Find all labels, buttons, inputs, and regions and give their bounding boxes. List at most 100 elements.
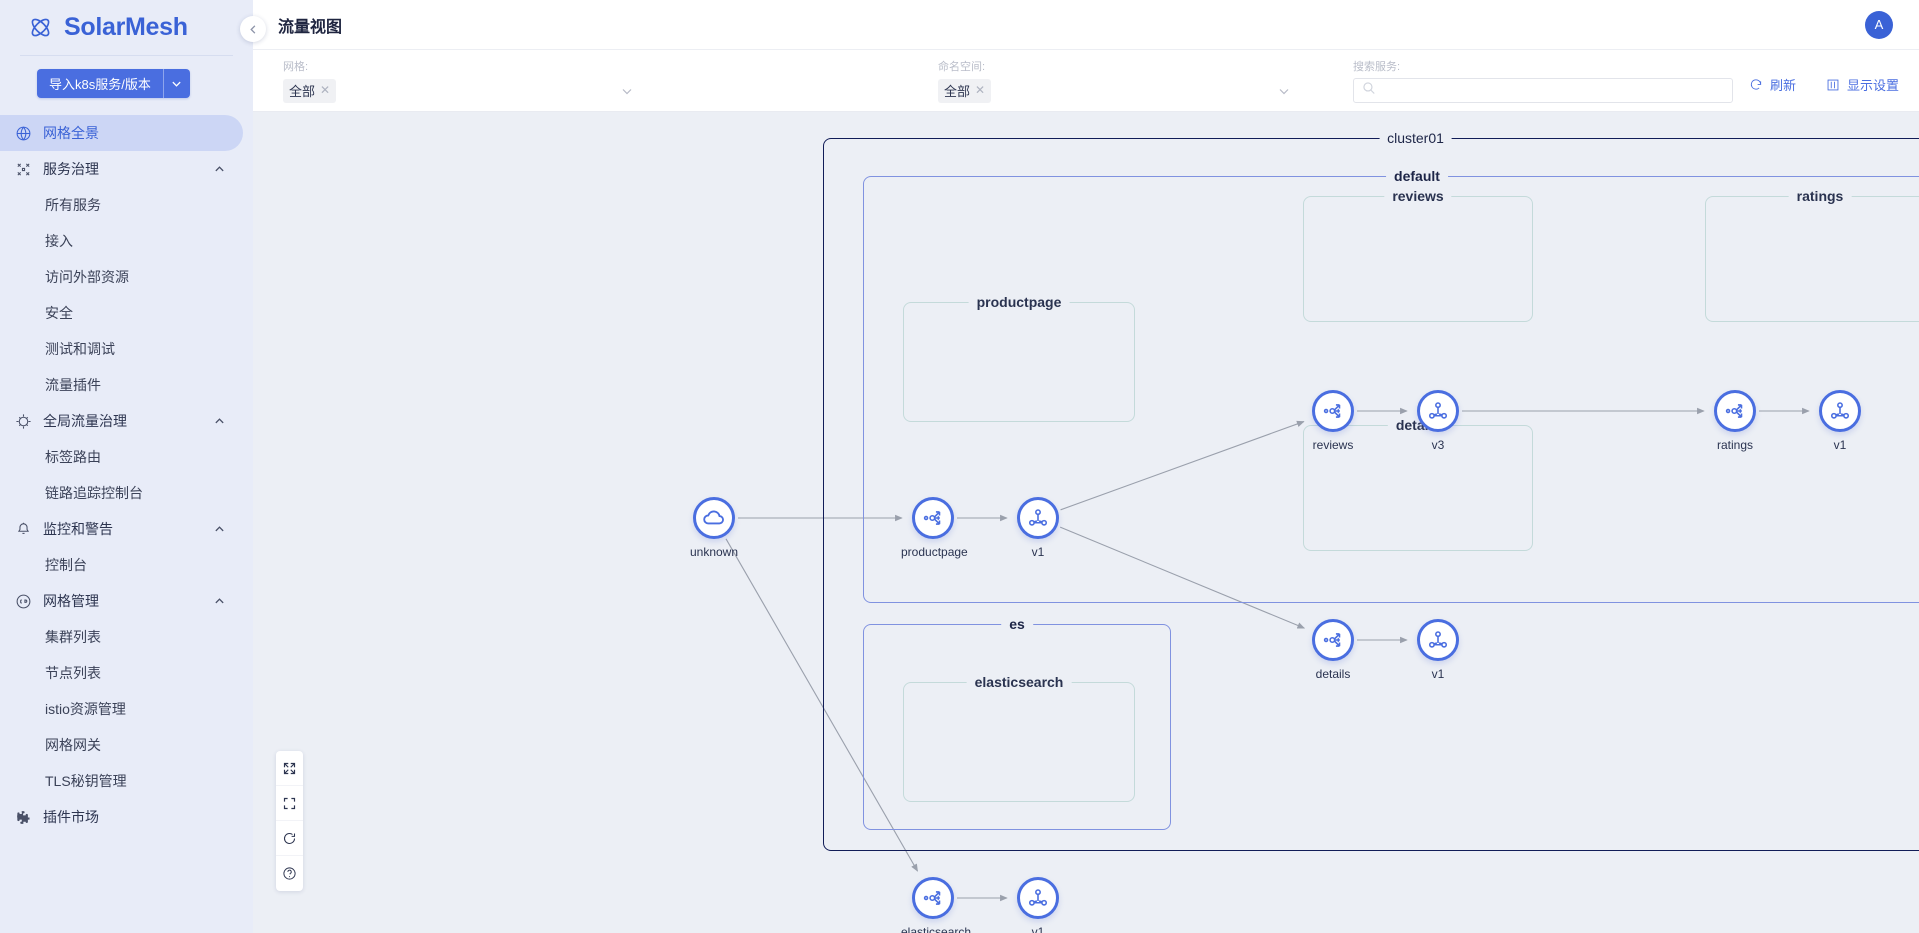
sidebar-item-label: 监控和警告: [43, 521, 113, 537]
shrink-icon[interactable]: [276, 751, 303, 786]
sidebar-item-19[interactable]: 插件市场: [0, 799, 253, 835]
sidebar-item-10[interactable]: 链路追踪控制台: [0, 475, 253, 511]
sidebar-item-9[interactable]: 标签路由: [0, 439, 253, 475]
sidebar-item-label: 链路追踪控制台: [45, 485, 143, 501]
service-icon[interactable]: [912, 497, 954, 539]
sidebar-item-8[interactable]: 全局流量治理: [0, 403, 253, 439]
sidebar-item-3[interactable]: 接入: [0, 223, 253, 259]
version-icon[interactable]: [1017, 497, 1059, 539]
search-icon: [1362, 81, 1376, 100]
version-icon[interactable]: [1017, 877, 1059, 919]
chevron-up-icon[interactable]: [214, 416, 225, 427]
mesh-filter-select[interactable]: 全部 ✕: [283, 78, 653, 103]
graph-node-details-svc[interactable]: details: [1301, 619, 1365, 681]
graph-group-default[interactable]: default: [863, 168, 1919, 603]
sidebar-collapse-button[interactable]: [240, 16, 266, 42]
search-box[interactable]: [1353, 78, 1733, 103]
graph-node-label: ratings: [1716, 438, 1754, 452]
graph-group-productpage[interactable]: productpage: [903, 294, 1135, 422]
service-icon[interactable]: [912, 877, 954, 919]
main-panel: 流量视图 A 网格: 全部 ✕ 命名空间:: [253, 0, 1919, 933]
sidebar-item-17[interactable]: 网格网关: [0, 727, 253, 763]
service-icon[interactable]: [1312, 619, 1354, 661]
sidebar-item-5[interactable]: 安全: [0, 295, 253, 331]
fullscreen-icon[interactable]: [276, 786, 303, 821]
chevron-up-icon[interactable]: [214, 524, 225, 535]
mesh-admin-icon: [15, 593, 32, 610]
graph-node-elasticsearch-v1[interactable]: v1: [1006, 877, 1070, 933]
sidebar-item-0[interactable]: 网格全景: [0, 115, 243, 151]
close-icon[interactable]: ✕: [320, 83, 331, 97]
service-icon[interactable]: [1312, 390, 1354, 432]
sidebar-item-label: 全局流量治理: [43, 413, 127, 429]
graph-node-ratings-svc[interactable]: ratings: [1703, 390, 1767, 452]
namespace-filter-tag: 全部 ✕: [938, 78, 992, 103]
graph-group-es[interactable]: es: [863, 616, 1171, 830]
refresh-button[interactable]: 刷新: [1749, 75, 1796, 94]
display-settings-button[interactable]: 显示设置: [1826, 75, 1899, 94]
namespace-filter-value: 全部: [944, 83, 971, 99]
close-icon[interactable]: ✕: [975, 83, 986, 97]
service-icon[interactable]: [1714, 390, 1756, 432]
edge-layer: [725, 407, 1810, 902]
help-icon[interactable]: [276, 856, 303, 891]
graph-node-productpage-svc[interactable]: productpage: [901, 497, 968, 559]
graph-node-unknown[interactable]: unknown: [682, 497, 746, 559]
reload-icon[interactable]: [276, 821, 303, 856]
sidebar-item-14[interactable]: 集群列表: [0, 619, 253, 655]
graph-group-label: productpage: [968, 294, 1070, 310]
version-icon[interactable]: [1417, 619, 1459, 661]
namespace-filter-select[interactable]: 全部 ✕: [938, 78, 1318, 103]
graph-group-reviews[interactable]: reviews: [1303, 188, 1533, 322]
sidebar-item-2[interactable]: 所有服务: [0, 187, 253, 223]
graph-node-reviews-svc[interactable]: reviews: [1301, 390, 1365, 452]
sidebar-item-12[interactable]: 控制台: [0, 547, 253, 583]
search-input[interactable]: [1382, 83, 1724, 98]
graph-group-label: es: [1001, 616, 1033, 632]
graph-node-details-v1[interactable]: v1: [1406, 619, 1470, 681]
avatar[interactable]: A: [1865, 10, 1893, 39]
import-k8s-button[interactable]: 导入k8s服务/版本: [37, 69, 190, 98]
graph-group-label: reviews: [1384, 188, 1452, 204]
version-icon[interactable]: [1819, 390, 1861, 432]
graph-node-ratings-v1[interactable]: v1: [1808, 390, 1872, 452]
sidebar-item-18[interactable]: TLS秘钥管理: [0, 763, 253, 799]
brand[interactable]: SolarMesh: [0, 0, 253, 55]
version-icon[interactable]: [1417, 390, 1459, 432]
sidebar-item-7[interactable]: 流量插件: [0, 367, 253, 403]
graph-group-label: elasticsearch: [966, 674, 1072, 690]
monitor-icon: [15, 521, 32, 538]
traffic-icon: [15, 413, 32, 430]
graph-group-ratings[interactable]: ratings: [1705, 188, 1919, 322]
cloud-icon[interactable]: [693, 497, 735, 539]
mesh-filter-label: 网格:: [283, 61, 309, 73]
graph-node-elasticsearch-svc[interactable]: elasticsearch: [901, 877, 971, 933]
sidebar-item-16[interactable]: istio资源管理: [0, 691, 253, 727]
graph-node-reviews-v3[interactable]: v3: [1406, 390, 1470, 452]
sidebar-item-6[interactable]: 测试和调试: [0, 331, 253, 367]
sidebar-item-4[interactable]: 访问外部资源: [0, 259, 253, 295]
chevron-up-icon[interactable]: [214, 596, 225, 607]
chevron-up-icon[interactable]: [214, 164, 225, 175]
sidebar-item-label: 网格全景: [43, 125, 99, 141]
sidebar-item-11[interactable]: 监控和警告: [0, 511, 253, 547]
sidebar-item-15[interactable]: 节点列表: [0, 655, 253, 691]
sidebar-item-label: 集群列表: [45, 629, 101, 645]
chevron-down-icon[interactable]: [164, 69, 190, 98]
graph-node-productpage-v1[interactable]: v1: [1006, 497, 1070, 559]
brand-name: SolarMesh: [64, 13, 188, 41]
sidebar-item-13[interactable]: 网格管理: [0, 583, 253, 619]
graph-edge-unknown-to-elasticsearch-svc: [725, 538, 918, 872]
graph-group-elasticsearch[interactable]: elasticsearch: [903, 674, 1135, 802]
chevron-down-icon[interactable]: [621, 85, 633, 100]
graph-node-label: details: [1315, 667, 1351, 681]
graph-group-cluster01[interactable]: cluster01: [823, 130, 1919, 851]
graph-node-label: v3: [1431, 438, 1445, 452]
chevron-down-icon[interactable]: [1278, 85, 1290, 100]
action-label: 刷新: [1769, 78, 1796, 93]
sidebar-item-label: 插件市场: [43, 809, 99, 825]
sidebar-item-1[interactable]: 服务治理: [0, 151, 253, 187]
graph-node-label: productpage: [901, 545, 968, 559]
